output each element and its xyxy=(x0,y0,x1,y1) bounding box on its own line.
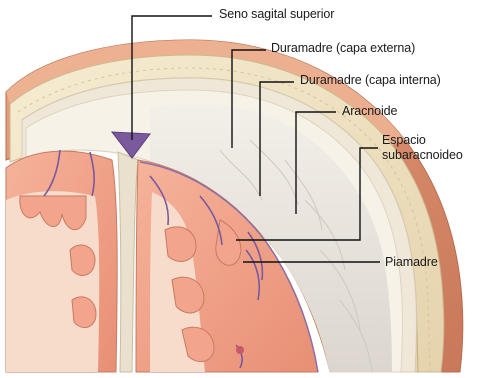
label-dura-internal: Duramadre (capa interna) xyxy=(300,73,441,88)
label-superior-sagittal-sinus: Seno sagital superior xyxy=(219,7,334,22)
label-dura-external: Duramadre (capa externa) xyxy=(271,41,415,56)
falx-cerebri xyxy=(118,152,138,372)
label-arachnoid: Aracnoide xyxy=(342,104,397,119)
label-subarachnoid-line1: Espacio xyxy=(382,133,477,148)
label-subarachnoid-line2: subaracnoideo xyxy=(382,148,477,163)
label-subarachnoid-space: Espacio subaracnoideo xyxy=(382,133,477,163)
label-pia-mater: Piamadre xyxy=(385,255,438,270)
vessel-dot xyxy=(236,346,244,354)
